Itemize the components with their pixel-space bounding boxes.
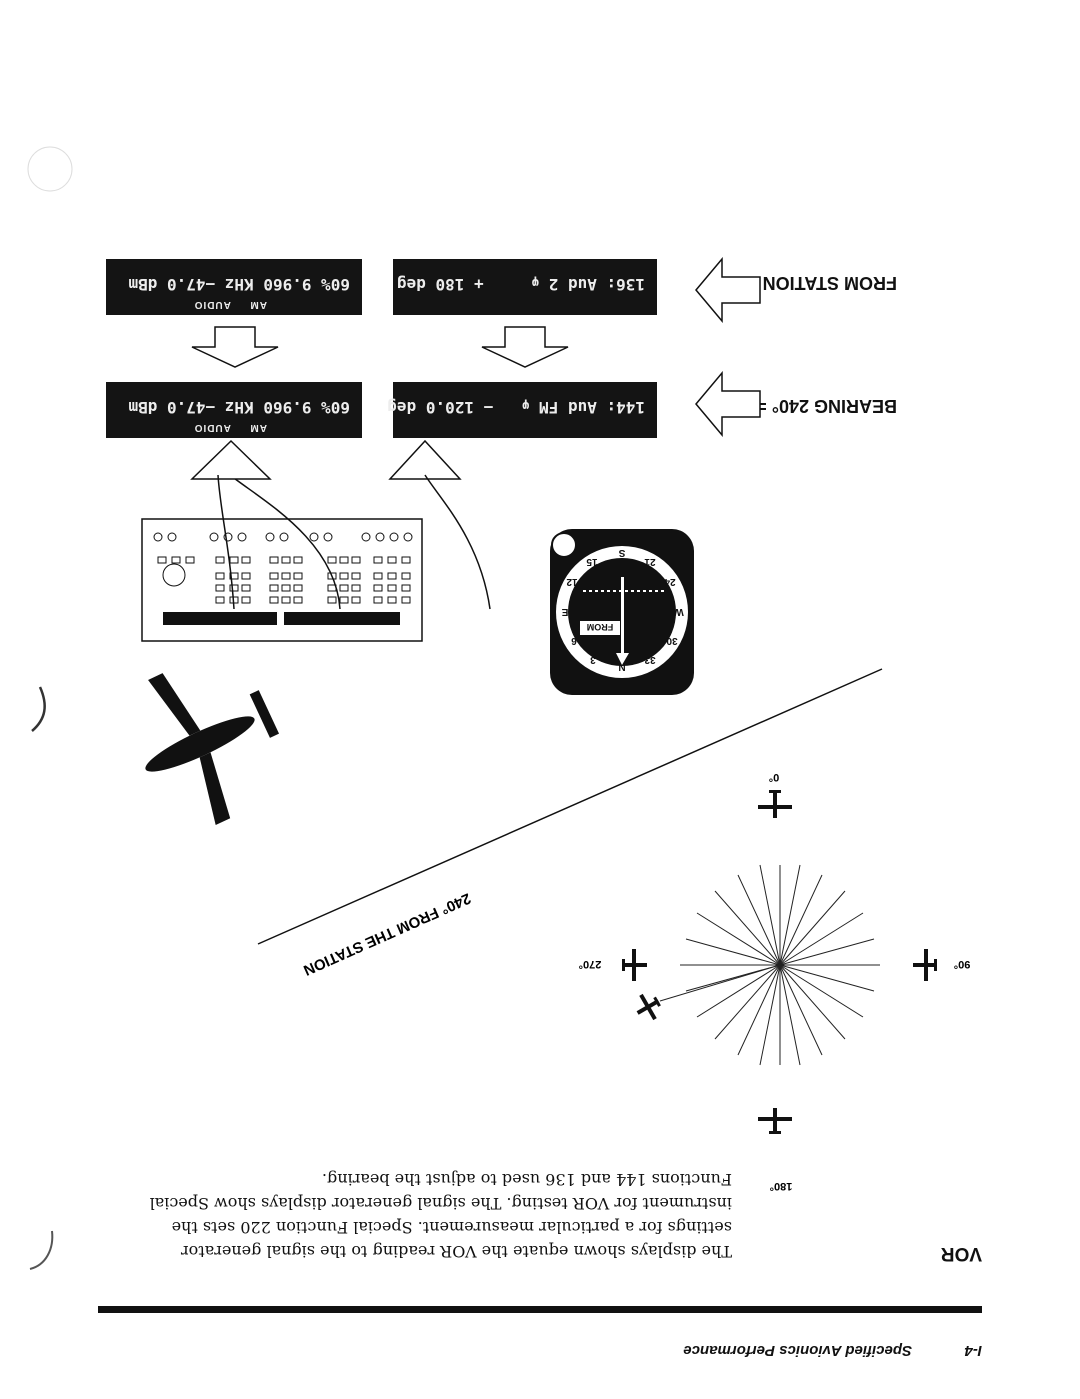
to-from-arrow-icon xyxy=(616,653,629,665)
compass-label: S xyxy=(618,547,625,558)
compass-label: 30 xyxy=(666,635,678,646)
display-text: 60% 9.960 KHz −47.0 dBm xyxy=(128,398,350,417)
display-bearing-main: 60% 9.960 KHz −47.0 dBm AM AUDIO xyxy=(106,382,362,438)
airplane-icon-south xyxy=(758,1108,792,1134)
right-arrow-icon xyxy=(695,257,761,323)
hole-punch-mark xyxy=(27,146,73,192)
airplane-icon-east xyxy=(622,949,647,981)
display-text: 144: Aud FM φ − 120.0 deg xyxy=(387,398,645,417)
arrow-head-right xyxy=(190,439,272,480)
obs-knob xyxy=(551,532,577,558)
panel-display-left xyxy=(284,612,400,625)
compass-label: 24 xyxy=(664,576,676,587)
from-flag-text: FROM xyxy=(587,622,614,632)
panel-display-right xyxy=(163,612,277,625)
mode-label: AM AUDIO xyxy=(193,422,267,433)
display-from-function: 136: Aud 2 φ + 180 deg xyxy=(393,259,657,315)
display-text: 136: Aud 2 φ + 180 deg xyxy=(396,275,645,294)
airplane-icon-large xyxy=(145,673,280,825)
display-bearing-function: 144: Aud FM φ − 120.0 deg xyxy=(387,382,657,438)
panel-knob xyxy=(162,563,186,587)
degree-label-0: 0° xyxy=(769,771,780,783)
hole-punch-mark xyxy=(31,686,46,732)
from-flag xyxy=(580,621,620,635)
compass-label: 33 xyxy=(644,654,656,665)
compass-label: W xyxy=(674,606,684,617)
airplane-icon-west xyxy=(913,949,937,981)
vor-indicator: FROM N 3 6 E 12 15 S 21 24 W 30 33 xyxy=(550,529,694,695)
arrow-curve-mid xyxy=(424,474,491,610)
compass-label: N xyxy=(618,661,625,672)
up-arrow-icon xyxy=(191,326,279,368)
right-arrow-icon xyxy=(695,371,761,437)
compass-label: 6 xyxy=(571,635,577,646)
from-station-label: FROM STATION = xyxy=(747,273,897,293)
radial-line xyxy=(257,668,883,945)
compass-rose xyxy=(659,864,880,1066)
display-from-main: 60% 9.960 KHz −47.0 dBm AM AUDIO xyxy=(106,259,362,315)
compass-label: E xyxy=(561,606,568,617)
degree-label-90: 90° xyxy=(954,958,971,970)
airplane-icon-north xyxy=(758,790,792,818)
arrow-curve-left xyxy=(217,474,235,610)
display-text: 60% 9.960 KHz −47.0 dBm xyxy=(128,275,350,294)
degree-label-270: 270° xyxy=(579,958,602,970)
airplane-icon-small xyxy=(636,993,661,1021)
bearing-label: BEARING 240° = xyxy=(756,396,897,416)
hole-punch-mark xyxy=(29,1230,54,1270)
arrow-head-left xyxy=(388,439,462,480)
degree-label-180: 180° xyxy=(770,1180,793,1192)
compass-label: 12 xyxy=(566,576,578,587)
compass-label: 21 xyxy=(644,556,656,567)
mode-label: AM AUDIO xyxy=(193,299,267,310)
compass-label: 3 xyxy=(590,654,596,665)
course-needle xyxy=(621,577,624,657)
up-arrow-icon xyxy=(481,326,569,368)
compass-label: 15 xyxy=(586,556,598,567)
arrow-curve-right xyxy=(229,474,341,610)
